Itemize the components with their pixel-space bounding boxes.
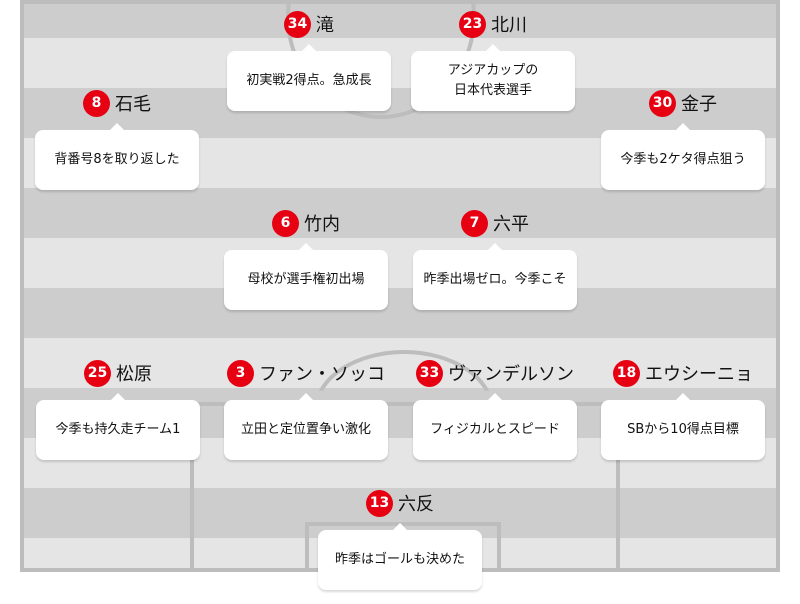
player-number-badge: 23 <box>459 10 486 38</box>
player-number-badge: 25 <box>84 359 111 387</box>
player-comment: SBから10得点目標 <box>627 422 739 437</box>
penalty-area <box>190 402 620 568</box>
player-comment: フィジカルとスピード <box>430 422 560 437</box>
player-name: 竹内 <box>304 214 340 235</box>
player-comment: 昨季はゴールも決めた <box>334 552 465 567</box>
player-comment: アジアカップの 日本代表選手 <box>447 63 539 98</box>
player-comment: 今季も2ケタ得点狙う <box>620 152 746 167</box>
player-comment-bubble: 昨季はゴールも決めた <box>318 523 482 590</box>
player-comment: 母校が選手権初出場 <box>247 272 365 287</box>
player-name: 松原 <box>116 364 152 385</box>
player-number-badge: 8 <box>83 89 110 117</box>
player-name: ヴァンデルソン <box>448 364 574 385</box>
player-name: 六平 <box>493 214 529 235</box>
player-number-badge: 7 <box>461 209 488 237</box>
player-name: 滝 <box>316 15 334 36</box>
player-comment-bubble: 今季も持久走チーム1 <box>36 393 200 460</box>
player-comment-bubble: 母校が選手権初出場 <box>224 243 388 310</box>
player-comment-bubble: 今季も2ケタ得点狙う <box>601 123 765 190</box>
player-name: 金子 <box>681 94 717 115</box>
player-comment: 昨季出場ゼロ。今季こそ <box>423 272 567 287</box>
player-name: 北川 <box>491 15 527 36</box>
player-comment-bubble: SBから10得点目標 <box>601 393 765 460</box>
player-name: 石毛 <box>115 94 151 115</box>
player-number-badge: 6 <box>272 209 299 237</box>
pitch <box>20 0 780 572</box>
player-number-badge: 18 <box>613 359 640 387</box>
player-comment-bubble: フィジカルとスピード <box>413 393 577 460</box>
player-number-badge: 33 <box>416 359 443 387</box>
player-name: 六反 <box>398 494 434 515</box>
player-comment-bubble: 背番号8を取り返した <box>35 123 199 190</box>
player-name: ファン・ソッコ <box>259 364 385 385</box>
player-number-badge: 30 <box>649 89 676 117</box>
pitch-stripe <box>24 288 776 338</box>
player-comment: 背番号8を取り返した <box>54 152 180 167</box>
player-comment-bubble: 初実戦2得点。急成長 <box>227 44 391 111</box>
player-name: エウシーニョ <box>645 364 753 385</box>
player-number-badge: 34 <box>284 10 311 38</box>
player-comment-bubble: 立田と定位置争い激化 <box>224 393 388 460</box>
player-number-badge: 13 <box>366 489 393 517</box>
player-number-badge: 3 <box>227 359 254 387</box>
player-comment-bubble: アジアカップの 日本代表選手 <box>411 44 575 111</box>
pitch-stripe <box>24 188 776 238</box>
player-comment-bubble: 昨季出場ゼロ。今季こそ <box>413 243 577 310</box>
player-comment: 立田と定位置争い激化 <box>240 422 371 437</box>
player-comment: 初実戦2得点。急成長 <box>246 73 372 88</box>
player-comment: 今季も持久走チーム1 <box>55 422 181 437</box>
